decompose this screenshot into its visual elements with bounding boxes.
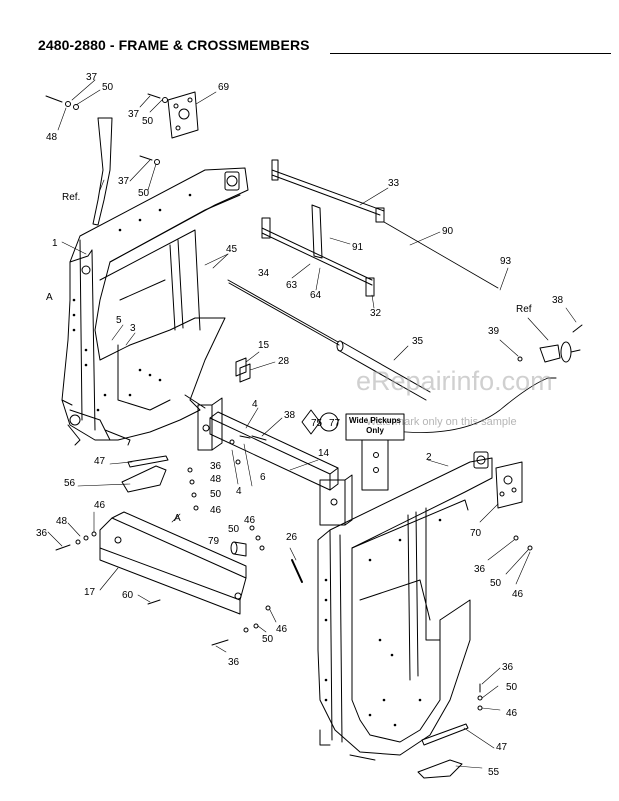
part-callout-c57: 46	[276, 624, 288, 635]
part-callout-c36: 2	[426, 452, 432, 463]
part-callout-c48: 46	[244, 515, 256, 526]
right-frame-holes	[324, 518, 442, 727]
bracket-70	[495, 461, 523, 509]
spacer-79	[230, 541, 247, 557]
part-callout-c19: 93	[500, 256, 512, 267]
watermark-note: Watermark only on this sample	[366, 416, 517, 428]
note-symbols	[301, 409, 339, 435]
part-callout-c52: 36	[474, 564, 486, 575]
part-callout-c08: 50	[138, 188, 150, 199]
upper-crossmember-33	[271, 159, 499, 289]
part-callout-c45: 36	[36, 528, 48, 539]
lower-crossmember-32	[261, 204, 375, 297]
part-callout-c07: 37	[118, 176, 130, 187]
part-callout-c35: 14	[318, 448, 330, 459]
part-callout-c12: 1	[52, 238, 58, 249]
part-callout-c22: 38	[552, 295, 564, 306]
title-underline	[330, 53, 611, 54]
part-callout-c17: 63	[286, 280, 298, 291]
left-side-frame	[61, 167, 249, 446]
bracket-69	[167, 91, 199, 139]
watermark-brand: eRepairinfo.com	[356, 366, 553, 396]
leader-lines	[47, 79, 577, 769]
part-callout-c33: 47	[94, 456, 106, 467]
part-callout-c23: 5	[116, 315, 122, 326]
part-callout-c44: 46	[210, 505, 222, 516]
part-callout-c63: 47	[496, 742, 508, 753]
lower-crossmember-17	[99, 511, 247, 615]
part-callout-c50: 26	[286, 532, 298, 543]
plates-47-55	[417, 723, 469, 779]
bolt-26	[291, 559, 303, 583]
wide-pickups-box	[345, 413, 405, 491]
part-callout-c18: 64	[310, 290, 322, 301]
plates-47-56	[121, 455, 169, 493]
part-callout-c01: 37	[86, 72, 98, 83]
page-title: 2480-2880 - FRAME & CROSSMEMBERS	[38, 37, 310, 53]
part-callout-c28: 28	[278, 356, 290, 367]
part-callout-c16: 34	[258, 268, 270, 279]
part-callout-c53: 50	[490, 578, 502, 589]
part-callout-c37: 56	[64, 478, 76, 489]
part-callout-c31: 75	[311, 418, 323, 429]
part-callout-c25: 39	[488, 326, 500, 337]
wide-pickups-note: Wide Pickups Only	[346, 416, 404, 436]
part-callout-c06: 69	[218, 82, 230, 93]
part-callout-c38: 48	[210, 474, 222, 485]
part-callout-c59: 36	[228, 657, 240, 668]
part-callout-c61: 50	[506, 682, 518, 693]
part-callout-c24: 3	[130, 323, 136, 334]
part-callout-c04: 37	[128, 109, 140, 120]
part-callout-c20: 32	[370, 308, 382, 319]
plates-15-28	[235, 357, 251, 383]
part-callout-c49: 79	[208, 536, 220, 547]
part-callout-c46: A	[174, 513, 181, 524]
bolt-set-upper-left	[45, 93, 168, 165]
part-callout-c43: 48	[56, 516, 68, 527]
wide-pickups-line1: Wide Pickups	[349, 416, 401, 425]
part-callout-c27: 15	[258, 340, 270, 351]
center-crossmember-14	[197, 397, 353, 526]
part-callout-c60: 36	[502, 662, 514, 673]
part-callout-c41: 6	[260, 472, 266, 483]
part-callout-c64: 55	[488, 767, 500, 778]
part-callout-c54: 46	[512, 589, 524, 600]
tube-35	[336, 340, 431, 401]
cable-39	[385, 377, 557, 433]
spindle-reference	[539, 341, 581, 363]
part-callout-c51: 70	[470, 528, 482, 539]
part-callout-c15: A	[46, 292, 53, 303]
part-callout-c32: 77	[329, 418, 341, 429]
part-callout-c55: 17	[84, 587, 96, 598]
right-side-frame	[317, 451, 493, 761]
part-callout-c58: 50	[262, 634, 274, 645]
part-callout-c09: Ref.	[62, 192, 80, 203]
reference-strap	[92, 117, 113, 226]
left-frame-holes	[72, 193, 192, 412]
part-callout-c05: 50	[142, 116, 154, 127]
part-callout-c47: 50	[228, 524, 240, 535]
part-callout-c62: 46	[506, 708, 518, 719]
part-callout-c11: 90	[442, 226, 454, 237]
part-callout-c42: 46	[94, 500, 106, 511]
part-callout-c03: 48	[46, 132, 58, 143]
part-callout-c21: Ref	[516, 304, 532, 315]
part-callout-c10: 33	[388, 178, 400, 189]
part-callout-c30: 38	[284, 410, 296, 421]
part-callout-c40: 4	[236, 486, 242, 497]
part-callout-c56: 60	[122, 590, 134, 601]
wide-pickups-line2: Only	[366, 426, 384, 435]
part-callout-c14: 91	[352, 242, 364, 253]
part-callout-c26: 35	[412, 336, 424, 347]
part-callout-c29: 4	[252, 399, 258, 410]
part-callout-c39: 50	[210, 489, 222, 500]
part-callout-c34: 36	[210, 461, 222, 472]
part-callout-c02: 50	[102, 82, 114, 93]
rod-34	[227, 279, 340, 346]
part-callout-c13: 45	[226, 244, 238, 255]
